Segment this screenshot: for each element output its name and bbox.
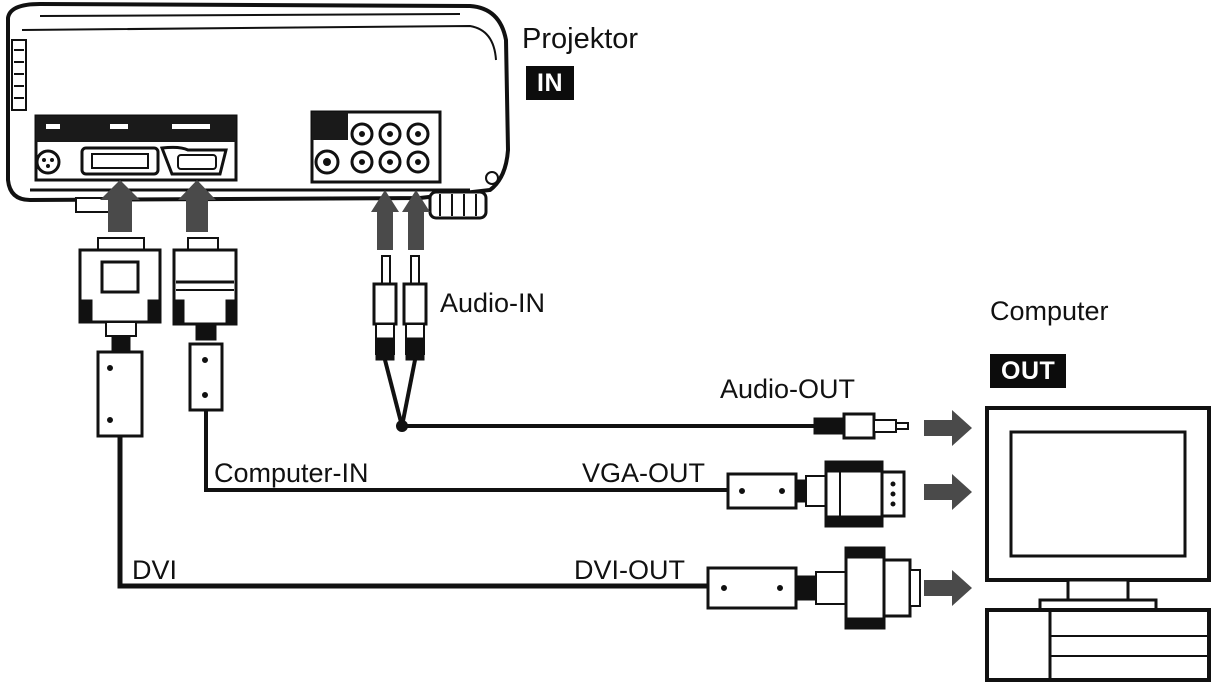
- rca-plug-right: [402, 255, 428, 361]
- audio-in-label: Audio-IN: [440, 288, 546, 318]
- vga-connector-projector: [172, 237, 238, 412]
- right-arrow-dvi: [924, 570, 972, 606]
- dvi-label: DVI: [132, 555, 178, 585]
- computer-in-label: Computer-IN: [214, 458, 369, 488]
- audio-out-label: Audio-OUT: [720, 374, 856, 404]
- vga-cable: [204, 410, 728, 492]
- dvi-out-label: DVI-OUT: [574, 555, 685, 585]
- up-arrow-audio-left: [371, 190, 399, 250]
- in-badge: IN: [526, 66, 574, 100]
- vga-out-connector: [726, 460, 906, 528]
- up-arrow-dvi: [100, 180, 140, 232]
- computer-monitor: [985, 406, 1211, 612]
- dvi-connector-projector: [78, 237, 162, 438]
- audio-cable: [383, 359, 818, 428]
- projector-label: Projektor: [522, 23, 639, 55]
- dvi-out-connector: [706, 546, 921, 630]
- rca-plug-left: [372, 255, 398, 361]
- out-badge: OUT: [990, 354, 1067, 388]
- up-arrow-audio-right: [402, 190, 430, 250]
- vga-out-label: VGA-OUT: [582, 458, 706, 488]
- projector-left-port-panel: [34, 114, 238, 182]
- right-arrow-audio: [924, 410, 972, 446]
- audio-cable-junction: [396, 420, 408, 432]
- dvi-cable: [117, 436, 708, 589]
- up-arrow-vga: [178, 180, 216, 232]
- projector-av-port-panel: [310, 110, 442, 184]
- right-arrow-vga: [924, 474, 972, 510]
- computer-base-unit: [985, 608, 1211, 682]
- computer-label: Computer: [990, 296, 1109, 326]
- audio-out-plug: [813, 412, 909, 440]
